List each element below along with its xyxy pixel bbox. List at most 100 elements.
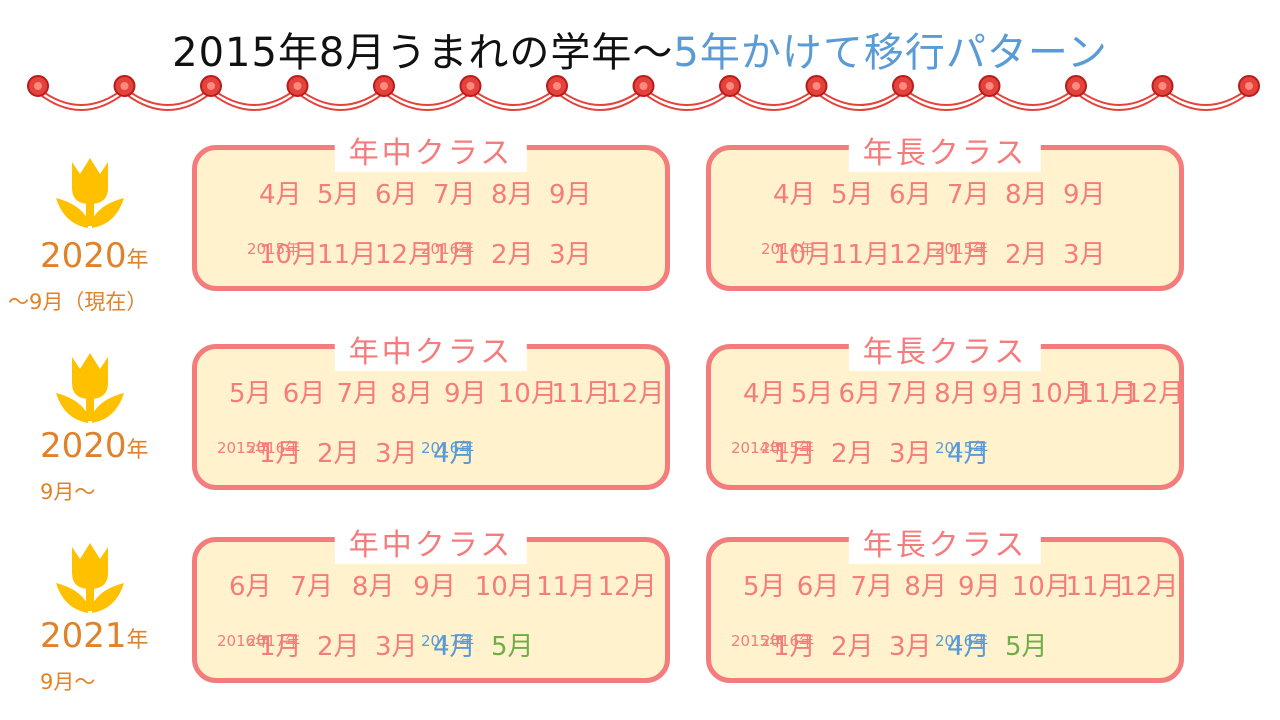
month-label: 6月: [229, 572, 272, 602]
month-label: 1月: [259, 632, 302, 662]
month-label: 4月: [433, 632, 476, 662]
month-label: 1月: [433, 240, 476, 270]
month-item: 7月: [433, 174, 476, 286]
year-caption: 2014年: [731, 439, 785, 457]
month-label: 5月: [317, 180, 360, 210]
row2-sub-label: 9月〜: [40, 480, 96, 504]
month-item: 6月: [889, 174, 932, 286]
month-item: 2016年 6月: [217, 566, 272, 678]
year-caption: 2016年: [421, 240, 475, 258]
month-item: 11月: [1066, 566, 1125, 678]
month-label: 10月: [1011, 572, 1071, 602]
month-item: 11月: [552, 373, 611, 485]
month-item: 5月: [1005, 626, 1048, 678]
month-item: 10月: [1012, 566, 1071, 678]
month-item: 9月: [444, 373, 487, 485]
month-item: 8月: [904, 566, 947, 678]
month-label: 7月: [433, 180, 476, 210]
year-caption: 2016年: [761, 632, 815, 650]
month-label: 6月: [375, 180, 418, 210]
month-label: 9月: [1063, 180, 1106, 210]
year-caption: 2016年: [247, 439, 301, 457]
month-label: 4月: [743, 379, 786, 409]
month-label: 10月: [259, 240, 319, 270]
month-item: 12月: [1119, 566, 1178, 678]
month-label: 3月: [549, 240, 592, 270]
month-label: 5月: [229, 379, 272, 409]
month-item: 9月: [549, 174, 592, 286]
month-label: 10月: [497, 379, 557, 409]
month-item: 5月: [831, 174, 874, 286]
tulip-icon: [56, 543, 124, 613]
year-caption: 2014年: [761, 240, 815, 258]
month-label: 5月: [790, 379, 834, 409]
month-item: 12月: [889, 234, 948, 286]
month-label: 9月: [981, 379, 1025, 409]
month-item: 10月: [1030, 373, 1089, 485]
month-label: 12月: [889, 240, 949, 270]
month-label: 7月: [850, 572, 894, 602]
month-label: 10月: [474, 572, 534, 602]
month-label: 12月: [597, 572, 657, 602]
year-caption: 2015年: [935, 240, 989, 258]
month-label: 11月: [831, 240, 891, 270]
month-item: 3月: [889, 626, 932, 678]
year-caption: 2016年: [217, 632, 271, 650]
month-label: 12月: [1119, 572, 1179, 602]
month-label: 10月: [773, 240, 833, 270]
month-item: 7月: [337, 373, 380, 485]
month-label: 10月: [1029, 379, 1089, 409]
month-item: 3月: [375, 626, 418, 678]
year-caption: 2016年: [935, 632, 989, 650]
month-item: 3月: [1063, 234, 1106, 286]
year-caption: 2015年: [935, 439, 989, 457]
month-label: 1月: [259, 439, 302, 469]
month-item: 10月: [259, 234, 318, 286]
month-item: 3月: [549, 234, 592, 286]
month-label: 1月: [947, 240, 990, 270]
month-item: 12月: [598, 566, 657, 678]
month-label: 12月: [605, 379, 665, 409]
month-item: 5月: [491, 626, 534, 678]
month-label: 8月: [351, 572, 395, 602]
month-item: 10月: [475, 566, 534, 678]
month-item: 2月: [491, 234, 534, 286]
year-caption: 2015年: [761, 439, 815, 457]
year-unit: 年: [126, 438, 149, 463]
month-item: 6月: [839, 373, 882, 485]
month-label: 7月: [290, 572, 333, 602]
month-label: 3月: [889, 632, 932, 662]
month-label: 4月: [947, 439, 990, 469]
month-label: 2月: [1005, 240, 1048, 270]
year-caption: 2016年: [421, 439, 475, 457]
month-label: 4月: [259, 180, 302, 210]
month-item: 3月: [889, 433, 932, 485]
month-label: 6月: [838, 379, 882, 409]
month-label: 9月: [444, 379, 487, 409]
month-label: 8月: [1005, 180, 1048, 210]
tulip-icon: [56, 158, 124, 228]
month-item: 6月: [283, 373, 326, 485]
month-item: 9月: [413, 566, 456, 678]
month-item: 8月: [491, 174, 534, 286]
year-unit: 年: [126, 248, 149, 273]
month-item: 9月: [1063, 174, 1106, 286]
month-label: 5月: [491, 632, 534, 662]
month-item: 7月: [947, 174, 990, 286]
month-label: 3月: [375, 439, 418, 469]
month-item: 8月: [934, 373, 977, 485]
card-title: 年長クラス: [848, 128, 1042, 172]
month-label: 6月: [796, 572, 840, 602]
month-label: 3月: [375, 632, 418, 662]
month-label: 4月: [947, 632, 990, 662]
month-item: 5月: [317, 174, 360, 286]
page-title: 2015年8月うまれの学年〜5年かけて移行パターン: [0, 20, 1280, 78]
